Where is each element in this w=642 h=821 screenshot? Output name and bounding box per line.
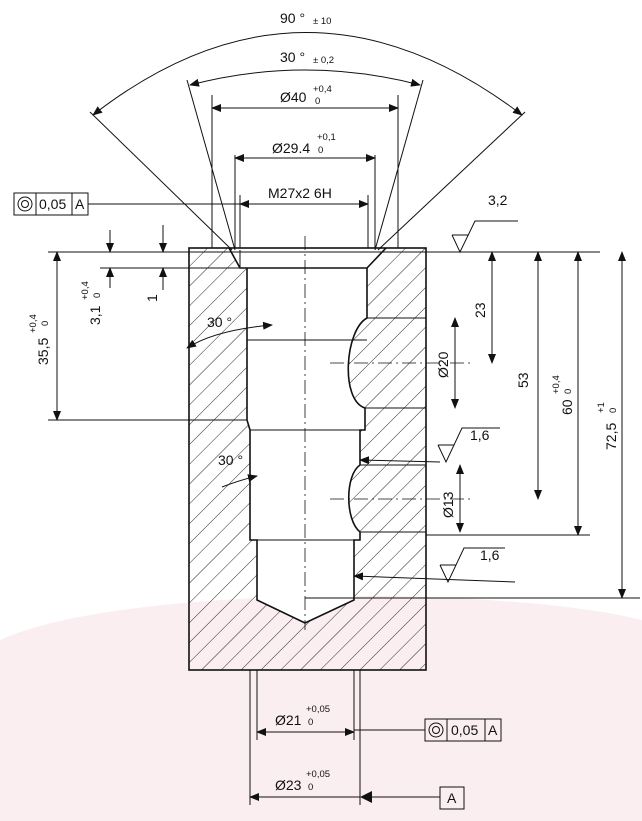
- right-dimensions: 23 Ø20 53 Ø13 60 +0,4 0 72,5 +1 0: [305, 251, 640, 599]
- roughness-mid-value: 1,6: [470, 427, 490, 443]
- len-72-lower: 0: [608, 408, 619, 413]
- top-diameters: Ø40 +0,4 0 Ø29.4 +0,1 0 M27x2 6H: [211, 84, 399, 248]
- thread-spec: M27x2 6H: [268, 185, 332, 201]
- len-3-upper: +0,4: [80, 281, 91, 300]
- len-60-upper: +0,4: [551, 375, 562, 394]
- dia-21: Ø21: [275, 712, 302, 728]
- len-60-lower: 0: [563, 389, 574, 394]
- dia-23-lower: 0: [308, 782, 313, 793]
- len-35-upper: +0,4: [28, 314, 39, 333]
- tolerance-frame-top[interactable]: 0,05 A: [13, 192, 240, 216]
- dia-21-upper: +0,05: [306, 704, 330, 715]
- tolerance-frame-bottom[interactable]: 0,05 A: [354, 718, 502, 742]
- dia-23: Ø23: [275, 777, 302, 793]
- dia-29: Ø29.4: [272, 140, 310, 156]
- concentricity-icon: [428, 722, 444, 738]
- bottom-diameters: Ø21 +0,05 0 Ø23 +0,05 0: [249, 670, 440, 805]
- dia-13: Ø13: [440, 491, 456, 518]
- dia-21-lower: 0: [308, 717, 313, 728]
- angle-dimensions: 90 ° ± 10 30 ° ± 0,2: [89, 10, 526, 251]
- left-dimensions: 35,5 +0,4 0 3,1 +0,4 0 1: [28, 225, 247, 421]
- angle-inner-tol: ± 0,2: [313, 55, 334, 66]
- len-35: 35,5: [35, 338, 51, 365]
- dia-40-upper: +0,4: [313, 84, 332, 95]
- len-35-lower: 0: [40, 321, 51, 326]
- angle-outer: 90 °: [280, 10, 305, 26]
- dia-40: Ø40: [280, 89, 307, 105]
- roughness-low-value: 1,6: [480, 547, 500, 563]
- dia-29-upper: +0,1: [317, 132, 336, 143]
- dia-20: Ø20: [435, 351, 451, 378]
- roughness-top-value: 3,2: [488, 192, 508, 208]
- frame-bottom-value: 0,05: [451, 722, 478, 738]
- datum-triangle-icon: [360, 791, 372, 803]
- frame-top-datum: A: [75, 196, 85, 212]
- frame-top-value: 0,05: [39, 196, 66, 212]
- roughness-low: 1,6: [353, 547, 516, 584]
- roughness-top: 3,2: [451, 192, 518, 254]
- angle-outer-tol: ± 10: [313, 16, 331, 27]
- dia-23-upper: +0,05: [306, 769, 330, 780]
- chamfer-bottom-angle: 30 °: [218, 452, 243, 468]
- len-23: 23: [472, 302, 488, 318]
- chamfer-angles: 30 ° 30 °: [186, 314, 273, 488]
- len-72-upper: +1: [596, 402, 607, 413]
- frame-bottom-datum: A: [488, 722, 498, 738]
- len-3: 3,1: [87, 305, 103, 325]
- datum-label: A: [447, 790, 457, 806]
- dia-40-lower: 0: [315, 96, 320, 107]
- background-shape: [0, 595, 642, 821]
- part-section: [188, 236, 470, 671]
- len-60: 60: [559, 399, 575, 415]
- len-1: 1: [144, 294, 160, 302]
- len-3-lower: 0: [92, 293, 103, 298]
- datum-box[interactable]: A: [439, 786, 465, 810]
- len-53: 53: [515, 372, 531, 388]
- angle-inner: 30 °: [280, 49, 305, 65]
- concentricity-icon: [17, 196, 33, 212]
- chamfer-top-angle: 30 °: [207, 314, 232, 330]
- len-72: 72,5: [603, 423, 619, 450]
- dia-29-lower: 0: [318, 145, 323, 156]
- roughness-mid: 1,6: [359, 427, 500, 465]
